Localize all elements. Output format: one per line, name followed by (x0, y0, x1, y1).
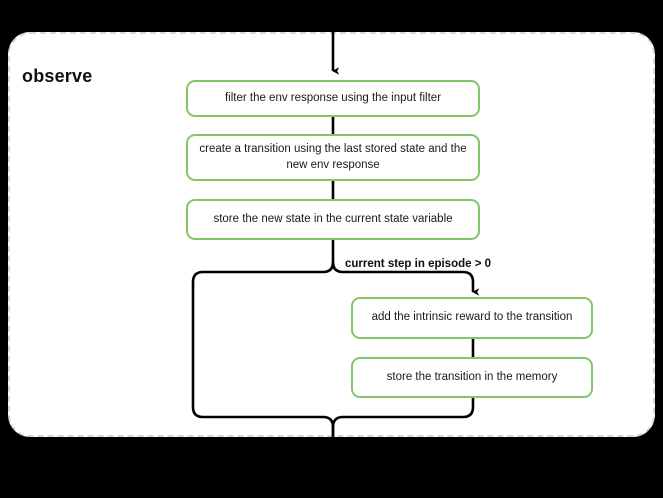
node-add-intrinsic-reward[interactable]: add the intrinsic reward to the transiti… (351, 297, 593, 339)
subgraph-title-observe: observe (22, 66, 93, 86)
node-create-transition[interactable]: create a transition using the last store… (186, 134, 480, 181)
node-filter-env-response[interactable]: filter the env response using the input … (186, 80, 480, 117)
edge-label-condition: current step in episode > 0 (345, 258, 492, 270)
node-store-transition-memory[interactable]: store the transition in the memory (351, 357, 593, 398)
node-store-new-state[interactable]: store the new state in the current state… (186, 199, 480, 240)
